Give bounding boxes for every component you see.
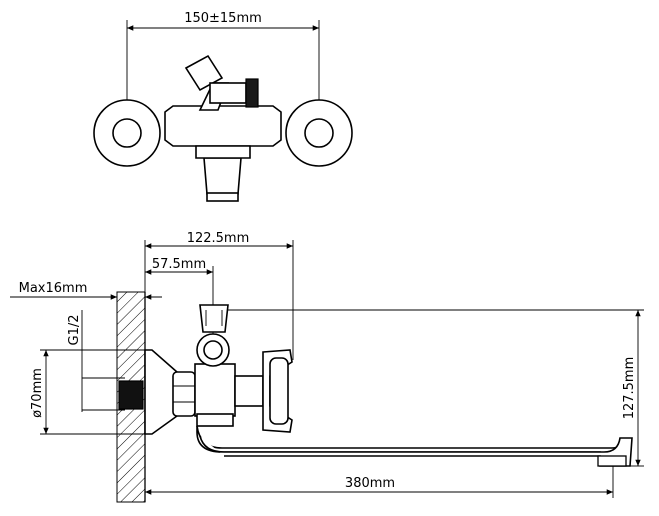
top-view: 150±15mm [93, 11, 353, 202]
mixer-body-side [194, 363, 236, 417]
thread-label: G1/2 [67, 315, 82, 346]
spout-base-top-view [195, 145, 251, 159]
diverter-knob [184, 54, 224, 92]
mixer-body-top [164, 105, 282, 147]
reach-inner-label: 57.5mm [152, 257, 206, 272]
hose-outlet-pipe [209, 82, 247, 104]
hose-holder-slot [205, 310, 223, 326]
reach-total-label: 122.5mm [187, 231, 250, 246]
hose-holder [199, 304, 229, 333]
spout-end-top-view [206, 192, 239, 202]
spout-outline [199, 435, 633, 467]
hose-thread [245, 78, 259, 108]
flange-diameter-label: ø70mm [30, 368, 45, 418]
spout-length-label: 380mm [345, 476, 395, 491]
height-label: 127.5mm [622, 357, 637, 420]
aerator [597, 455, 627, 467]
spout-collar-top-view [203, 157, 242, 195]
wall-thread-connector [118, 380, 144, 410]
left-handle-inner [112, 118, 142, 148]
handle-base [234, 375, 264, 407]
cross-handle-grip [269, 357, 289, 425]
top-width-label: 150±15mm [184, 11, 262, 26]
diverter-knob-side [203, 340, 223, 360]
hex-nut [172, 371, 196, 417]
right-handle-inner [304, 118, 334, 148]
spout-collar-side [196, 413, 234, 427]
wall-thickness-label: Max16mm [19, 281, 88, 296]
side-view: 122.5mm 57.5mm Max16mm G1/2 ø70mm [10, 231, 644, 503]
